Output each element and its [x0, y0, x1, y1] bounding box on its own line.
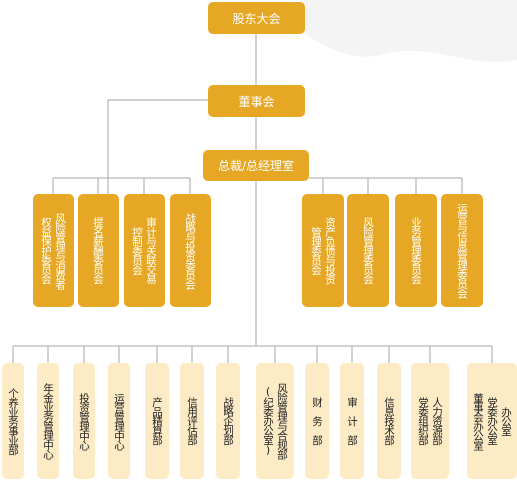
shareholders-meeting-label: 股东大会: [232, 11, 281, 26]
department-3-label-1: 投资管理中心: [78, 392, 90, 450]
department-4-label-1: 运营管理中心: [113, 392, 125, 450]
connector-lines: [12, 34, 493, 363]
department-1-label-1: 个养业务事业部: [7, 387, 19, 455]
department-13-label-3: 董事会办公室: [472, 392, 484, 450]
board-committee-1-label-1: 风险管理与消费者: [54, 212, 66, 289]
board-of-directors-label: 董事会: [238, 94, 275, 109]
department-11-label-1: 信息技术部: [383, 397, 395, 445]
department-13-label-2: 党委办公室: [486, 397, 498, 445]
mgmt-committee-4-box: 运营与信息管理委员会: [441, 194, 483, 307]
mgmt-committee-2-label-1: 风险管理委员会: [362, 217, 374, 284]
mgmt-committee-1-box: 资产负债与投资管理委员会: [302, 194, 344, 307]
department-8-label-1: 风险管理与合规部: [276, 383, 288, 459]
department-9-label-1: 财 务 部: [311, 397, 323, 445]
shareholders-meeting-box: 股东大会: [208, 2, 305, 34]
department-13-label-1: 办公室: [500, 406, 512, 436]
department-12-label-2: 党委组织部: [417, 397, 429, 445]
mgmt-committee-4-label-1: 运营与信息管理委员会: [456, 203, 468, 298]
board-committee-4-box: 战略与投资委员会: [169, 194, 211, 307]
department-8-label-2: (纪委办公室): [262, 386, 274, 456]
president-office-label: 总裁/总经理室: [217, 159, 295, 173]
department-13-box: 办公室党委办公室董事会办公室: [467, 363, 517, 479]
mgmt-committee-2-box: 风险管理委员会: [347, 194, 389, 307]
mgmt-committee-3-label-1: 业务管理委员会: [410, 217, 422, 284]
department-7-label-1: 战略企划部: [222, 397, 234, 445]
mgmt-committee-3-box: 业务管理委员会: [395, 194, 437, 307]
department-1-box: 个养业务事业部: [2, 363, 24, 479]
department-4-box: 运营管理中心: [108, 363, 130, 479]
board-committee-2-label-1: 提名薪酬委员会: [92, 217, 104, 284]
president-office-box: 总裁/总经理室: [203, 150, 309, 181]
department-12-label-1: 人力资源部: [431, 397, 443, 445]
mgmt-committee-1-label-2: 管理委员会: [310, 226, 322, 275]
department-12-box: 人力资源部党委组织部: [411, 363, 449, 479]
department-6-box: 信用评估部: [180, 363, 204, 479]
board-committee-3-box: 审计与关联交易控制委员会: [123, 194, 165, 307]
department-2-label-1: 年金业务管理中心: [42, 383, 54, 459]
decor-shape: [300, 0, 517, 63]
board-committee-2-box: 提名薪酬委员会: [77, 194, 119, 307]
mgmt-committee-1-label-1: 资产负债与投资: [324, 217, 336, 284]
department-5-box: 产品精算部: [145, 363, 169, 479]
board-committee-3-label-2: 控制委员会: [131, 226, 143, 275]
department-5-label-1: 产品精算部: [151, 397, 163, 445]
board-committee-1-label-2: 权益保护委员会: [40, 217, 52, 284]
department-9-box: 财 务 部: [305, 363, 329, 479]
department-10-label-1: 审 计 部: [346, 397, 358, 445]
board-committee-1-box: 风险管理与消费者权益保护委员会: [32, 194, 74, 307]
department-3-box: 投资管理中心: [73, 363, 95, 479]
department-2-box: 年金业务管理中心: [37, 363, 59, 479]
board-committee-4-label-1: 战略与投资委员会: [184, 212, 196, 289]
department-7-box: 战略企划部: [216, 363, 240, 479]
board-committee-3-label-1: 审计与关联交易: [145, 217, 157, 284]
department-11-box: 信息技术部: [377, 363, 401, 479]
board-of-directors-box: 董事会: [208, 85, 305, 117]
department-8-box: 风险管理与合规部(纪委办公室): [256, 363, 294, 479]
department-6-label-1: 信用评估部: [186, 397, 198, 445]
background-decoration: [300, 0, 517, 63]
department-10-box: 审 计 部: [340, 363, 364, 479]
